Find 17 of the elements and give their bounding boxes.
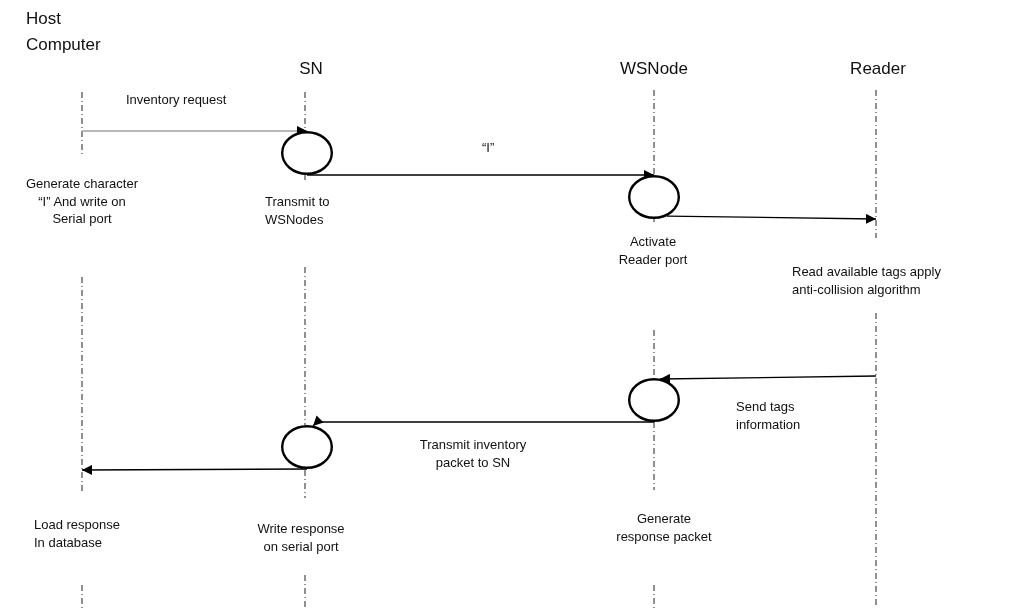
lifeline-heading: Reader xyxy=(849,58,907,80)
activation-circle xyxy=(281,425,333,469)
lifeline-heading: WSNode xyxy=(619,58,689,80)
step-caption: Generate response packet xyxy=(615,510,713,546)
step-caption: Write response on serial port xyxy=(256,520,346,556)
arrow xyxy=(659,373,877,384)
activation-circle xyxy=(628,378,680,422)
lifeline-heading: Host Computer xyxy=(26,8,102,57)
step-caption: Read available tags apply anti-collision algorithm xyxy=(792,263,942,299)
arrow xyxy=(666,213,877,224)
step-caption: Transmit to WSNodes xyxy=(265,193,331,229)
lifeline-heading: SN xyxy=(298,58,324,80)
step-caption: Generate character “I” And write on Serial port xyxy=(25,175,139,228)
activation-circle xyxy=(628,175,680,219)
step-caption: Load response In database xyxy=(34,516,121,552)
activation-circle xyxy=(281,131,333,175)
step-caption: Activate Reader port xyxy=(617,233,689,269)
